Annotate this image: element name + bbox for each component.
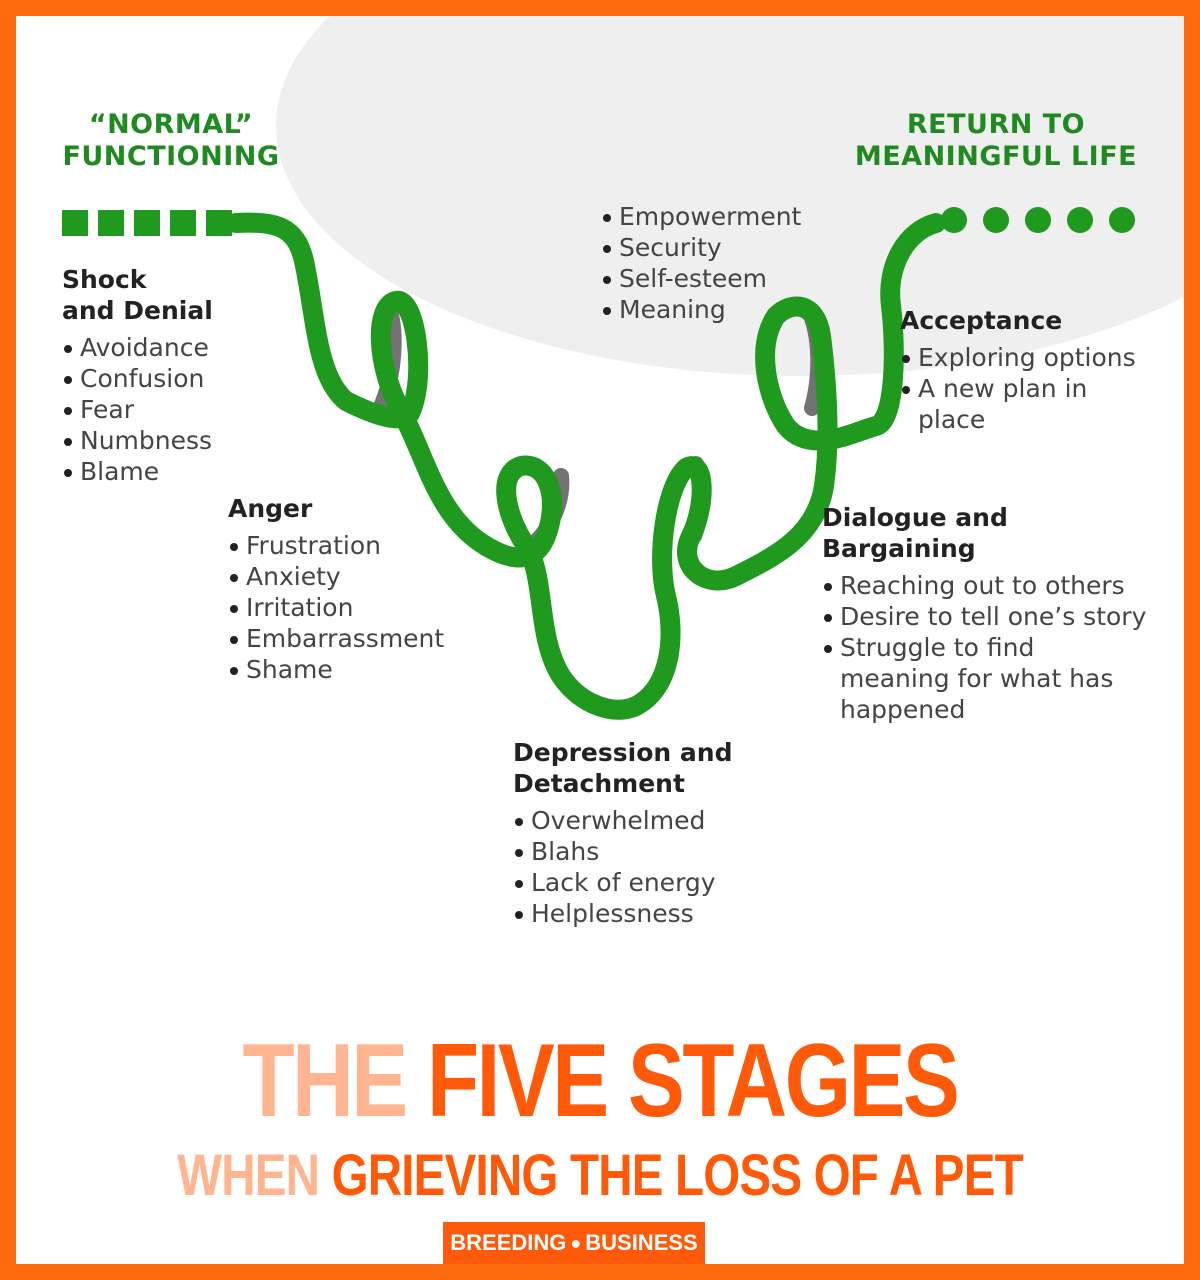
list-item: Confusion xyxy=(62,363,213,394)
list-item: Empowerment xyxy=(601,201,801,232)
normal-functioning-dashes xyxy=(62,210,232,236)
list-item: Frustration xyxy=(228,530,444,561)
stage-dialogue-and-bargaining: Dialogue and Bargaining Reaching out to … xyxy=(822,502,1162,725)
list-item: Numbness xyxy=(62,425,213,456)
logo-text-left: BREEDING xyxy=(450,1230,567,1255)
stage-bullet-list: Avoidance Confusion Fear Numbness Blame xyxy=(62,332,213,487)
list-item: Struggle to find meaning for what has ha… xyxy=(822,632,1140,725)
list-item: Anxiety xyxy=(228,561,444,592)
meaningful-life-dots xyxy=(941,207,1135,233)
stage-bullet-list: Frustration Anxiety Irritation Embarrass… xyxy=(228,530,444,685)
breeding-business-logo: BREEDING ● BUSINESS xyxy=(443,1222,705,1264)
stage-depression-and-detachment: Depression and Detachment Overwhelmed Bl… xyxy=(513,737,732,929)
stage-shock-and-denial: Shock and Denial Avoidance Confusion Fea… xyxy=(62,264,213,487)
list-item: Irritation xyxy=(228,592,444,623)
list-item: Fear xyxy=(62,394,213,425)
normal-functioning-heading: “NORMAL” FUNCTIONING xyxy=(62,109,280,172)
list-item: Security xyxy=(601,232,801,263)
dog-head-icon: ● xyxy=(570,1232,582,1253)
stage-title: Dialogue and Bargaining xyxy=(822,503,1008,563)
stage-title: Depression and Detachment xyxy=(513,738,733,798)
subtitle-word-when: WHEN xyxy=(177,1143,320,1208)
stage-title: Anger xyxy=(228,494,313,523)
stage-anger: Anger Frustration Anxiety Irritation Emb… xyxy=(228,493,444,685)
title-word-the: THE xyxy=(242,1023,409,1139)
list-item: Blahs xyxy=(513,836,732,867)
list-item: Exploring options xyxy=(900,342,1160,373)
title-five-stages: FIVE STAGES xyxy=(426,1023,960,1139)
list-item: Overwhelmed xyxy=(513,805,732,836)
stage-bullet-list: Exploring options A new plan in place xyxy=(900,342,1160,435)
list-item: A new plan in place xyxy=(900,373,1118,435)
logo-text-right: BUSINESS xyxy=(585,1230,698,1255)
list-item: Meaning xyxy=(601,294,801,325)
grief-curve-ribbon xyxy=(62,207,1135,720)
stage-title: Shock and Denial xyxy=(62,265,213,325)
infographic-subtitle: WHEN GRIEVING THE LOSS OF A PET xyxy=(121,1144,1079,1208)
list-item: Embarrassment xyxy=(228,623,444,654)
list-item: Self-esteem xyxy=(601,263,801,294)
ribbon-path xyxy=(226,212,946,720)
return-to-meaningful-life-heading: RETURN TO MEANINGFUL LIFE xyxy=(854,109,1138,172)
list-item: Reaching out to others xyxy=(822,570,1162,601)
list-item: Shame xyxy=(228,654,444,685)
list-item: Avoidance xyxy=(62,332,213,363)
stage-bullet-list: Overwhelmed Blahs Lack of energy Helples… xyxy=(513,805,732,929)
list-item: Blame xyxy=(62,456,213,487)
infographic-frame: “NORMAL” FUNCTIONING RETURN TO MEANINGFU… xyxy=(16,16,1184,1264)
stage-bullet-list: Empowerment Security Self-esteem Meaning xyxy=(601,201,801,325)
stage-title: Acceptance xyxy=(900,306,1063,335)
list-item: Lack of energy xyxy=(513,867,732,898)
subtitle-grieving-text: GRIEVING THE LOSS OF A PET xyxy=(331,1143,1024,1208)
infographic-title: THE FIVE STAGES xyxy=(121,1026,1079,1136)
empowerment-list: Empowerment Security Self-esteem Meaning xyxy=(601,201,801,325)
stage-acceptance: Acceptance Exploring options A new plan … xyxy=(900,305,1160,435)
stage-bullet-list: Reaching out to others Desire to tell on… xyxy=(822,570,1162,725)
list-item: Desire to tell one’s story xyxy=(822,601,1162,632)
list-item: Helplessness xyxy=(513,898,732,929)
